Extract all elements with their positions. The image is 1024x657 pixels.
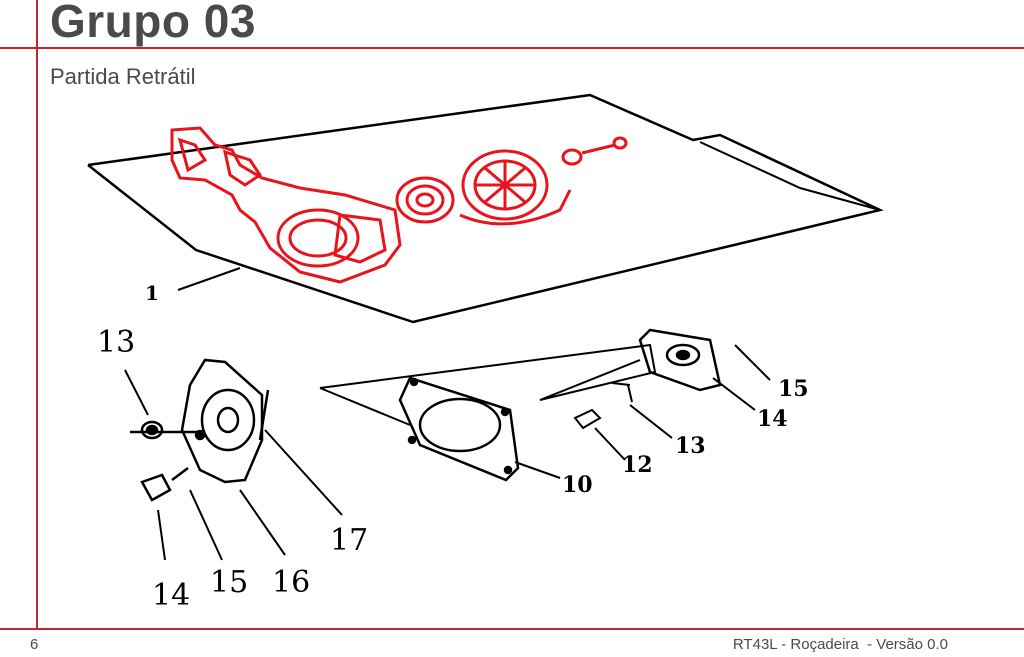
part-label-15-left: 15 — [210, 565, 248, 600]
left-margin-rule — [36, 0, 38, 628]
part-label-17: 17 — [330, 523, 368, 558]
cover-part-14-right — [638, 328, 722, 392]
page-number: 6 — [30, 636, 39, 653]
header-rule — [0, 47, 1024, 49]
part-label-14-left: 14 — [152, 578, 190, 613]
footer-rule — [0, 628, 1024, 630]
assembly-panel-outline — [87, 93, 884, 324]
starter-assembly-highlight — [170, 126, 628, 284]
lower-panel-outline — [319, 343, 657, 401]
part-label-12: 12 — [622, 452, 653, 478]
page-subtitle: Partida Retrátil — [50, 64, 196, 89]
leader-lines — [124, 267, 771, 561]
part-label-15-right: 15 — [778, 376, 809, 402]
part-label-14-right: 14 — [757, 406, 788, 432]
part-label-10: 10 — [562, 472, 593, 498]
gasket-part-10 — [398, 376, 520, 482]
pawl-part-12 — [573, 408, 602, 430]
page-title: Grupo 03 — [50, 0, 256, 47]
part-label-16: 16 — [272, 565, 310, 600]
document-footer: RT43L - Roçadeira - Versão 0.0 — [732, 636, 948, 653]
part-label-13-right: 13 — [675, 433, 706, 459]
part-label-1: 1 — [145, 281, 159, 305]
part-label-13-left: 13 — [97, 325, 135, 360]
starter-pulley-assembly — [130, 358, 270, 502]
